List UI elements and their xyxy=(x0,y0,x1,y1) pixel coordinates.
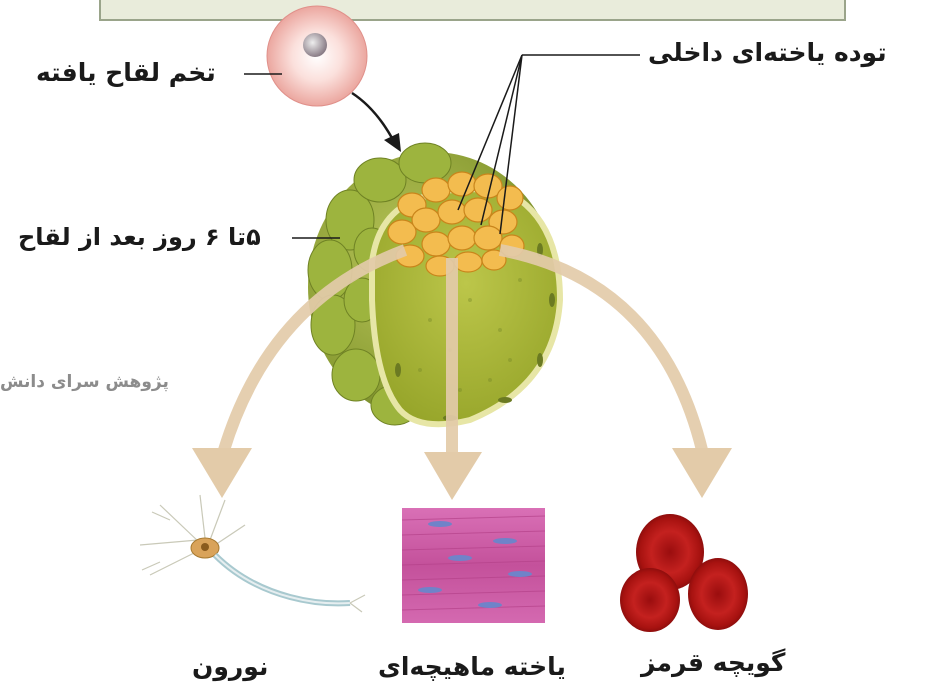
inner-mass-leaders xyxy=(458,55,640,234)
arrow-heads xyxy=(192,448,732,500)
neuron-image xyxy=(140,495,365,612)
top-banner xyxy=(100,0,845,20)
watermark: پژوهش سرای دانش xyxy=(0,372,169,392)
red-blood-cells-image xyxy=(620,514,748,632)
inner-cell-mass-label: توده یاخته‌ای داخلی xyxy=(648,40,887,65)
red-blood-cell-label: گویچه قرمز xyxy=(641,650,785,675)
muscle-cell-label: یاخته ماهیچه‌ای xyxy=(378,654,566,679)
muscle-cell-image xyxy=(402,508,545,623)
blastocyst-age-label: ۵تا ۶ روز بعد از لقاح xyxy=(18,225,261,249)
development-arrow xyxy=(352,93,401,152)
zygote-label: تخم لقاح یافته xyxy=(36,60,216,85)
neuron-label: نورون xyxy=(192,654,268,679)
zygote xyxy=(267,6,367,106)
